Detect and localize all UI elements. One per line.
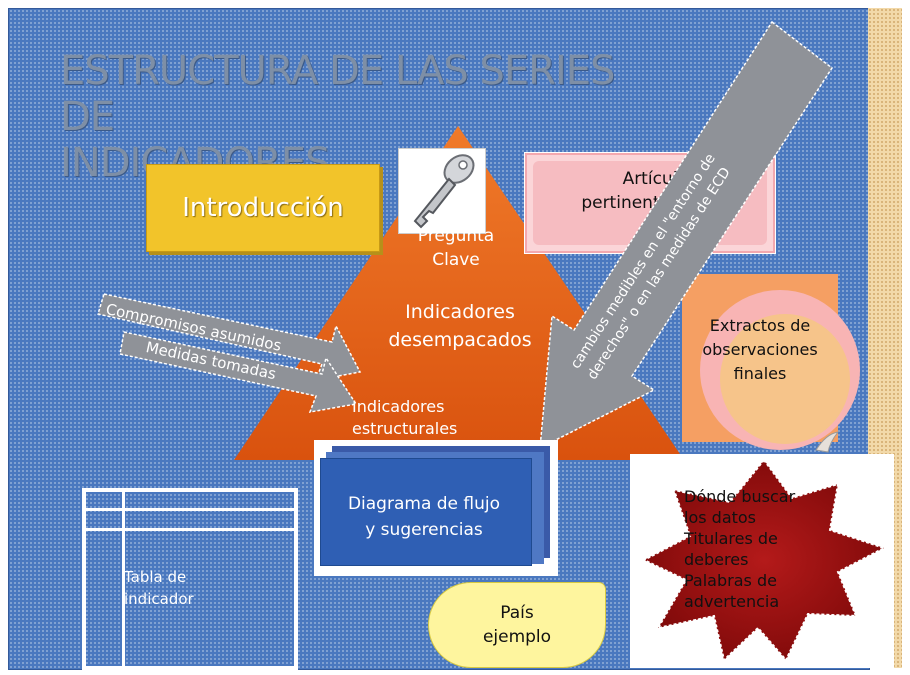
- diagrama-de-flujo-box[interactable]: Diagrama de flujo y sugerencias: [347, 494, 501, 540]
- medidas-arrow: [119, 331, 358, 413]
- tabla-indicador-label: Tabla de indicador: [124, 568, 194, 608]
- introduccion-box[interactable]: Introducción: [146, 164, 380, 252]
- indicadores-estructurales-label: Indicadores estructurales: [352, 397, 458, 438]
- pregunta-clave-label: Pregunta Clave: [417, 226, 495, 270]
- star-text: Dónde buscar los datos Titulares de debe…: [684, 487, 796, 611]
- diagonal-arrow: [539, 20, 834, 450]
- pais-ejemplo-box[interactable]: País ejemplo: [428, 582, 606, 668]
- star-shape: [641, 458, 887, 662]
- introduccion-label: Introducción: [182, 193, 344, 223]
- articulos-line-1: Artícul: [622, 169, 678, 189]
- extractos-box[interactable]: Extractos de observaciones finales: [682, 274, 860, 450]
- key-icon: [413, 154, 475, 229]
- indicadores-desempacados-label: Indicadores desempacados: [388, 301, 532, 351]
- diagrama-panel: [314, 440, 558, 576]
- slide-title: ESTRUCTURA DE LAS SERIES DE INDICADORES: [60, 48, 680, 186]
- tabla-indicador-frame: [82, 488, 298, 670]
- compromisos-arrow: [97, 293, 362, 381]
- key-image: [398, 148, 486, 234]
- title-line-1: ESTRUCTURA DE LAS SERIES DE: [60, 48, 615, 140]
- page-curl-icon: [815, 431, 840, 453]
